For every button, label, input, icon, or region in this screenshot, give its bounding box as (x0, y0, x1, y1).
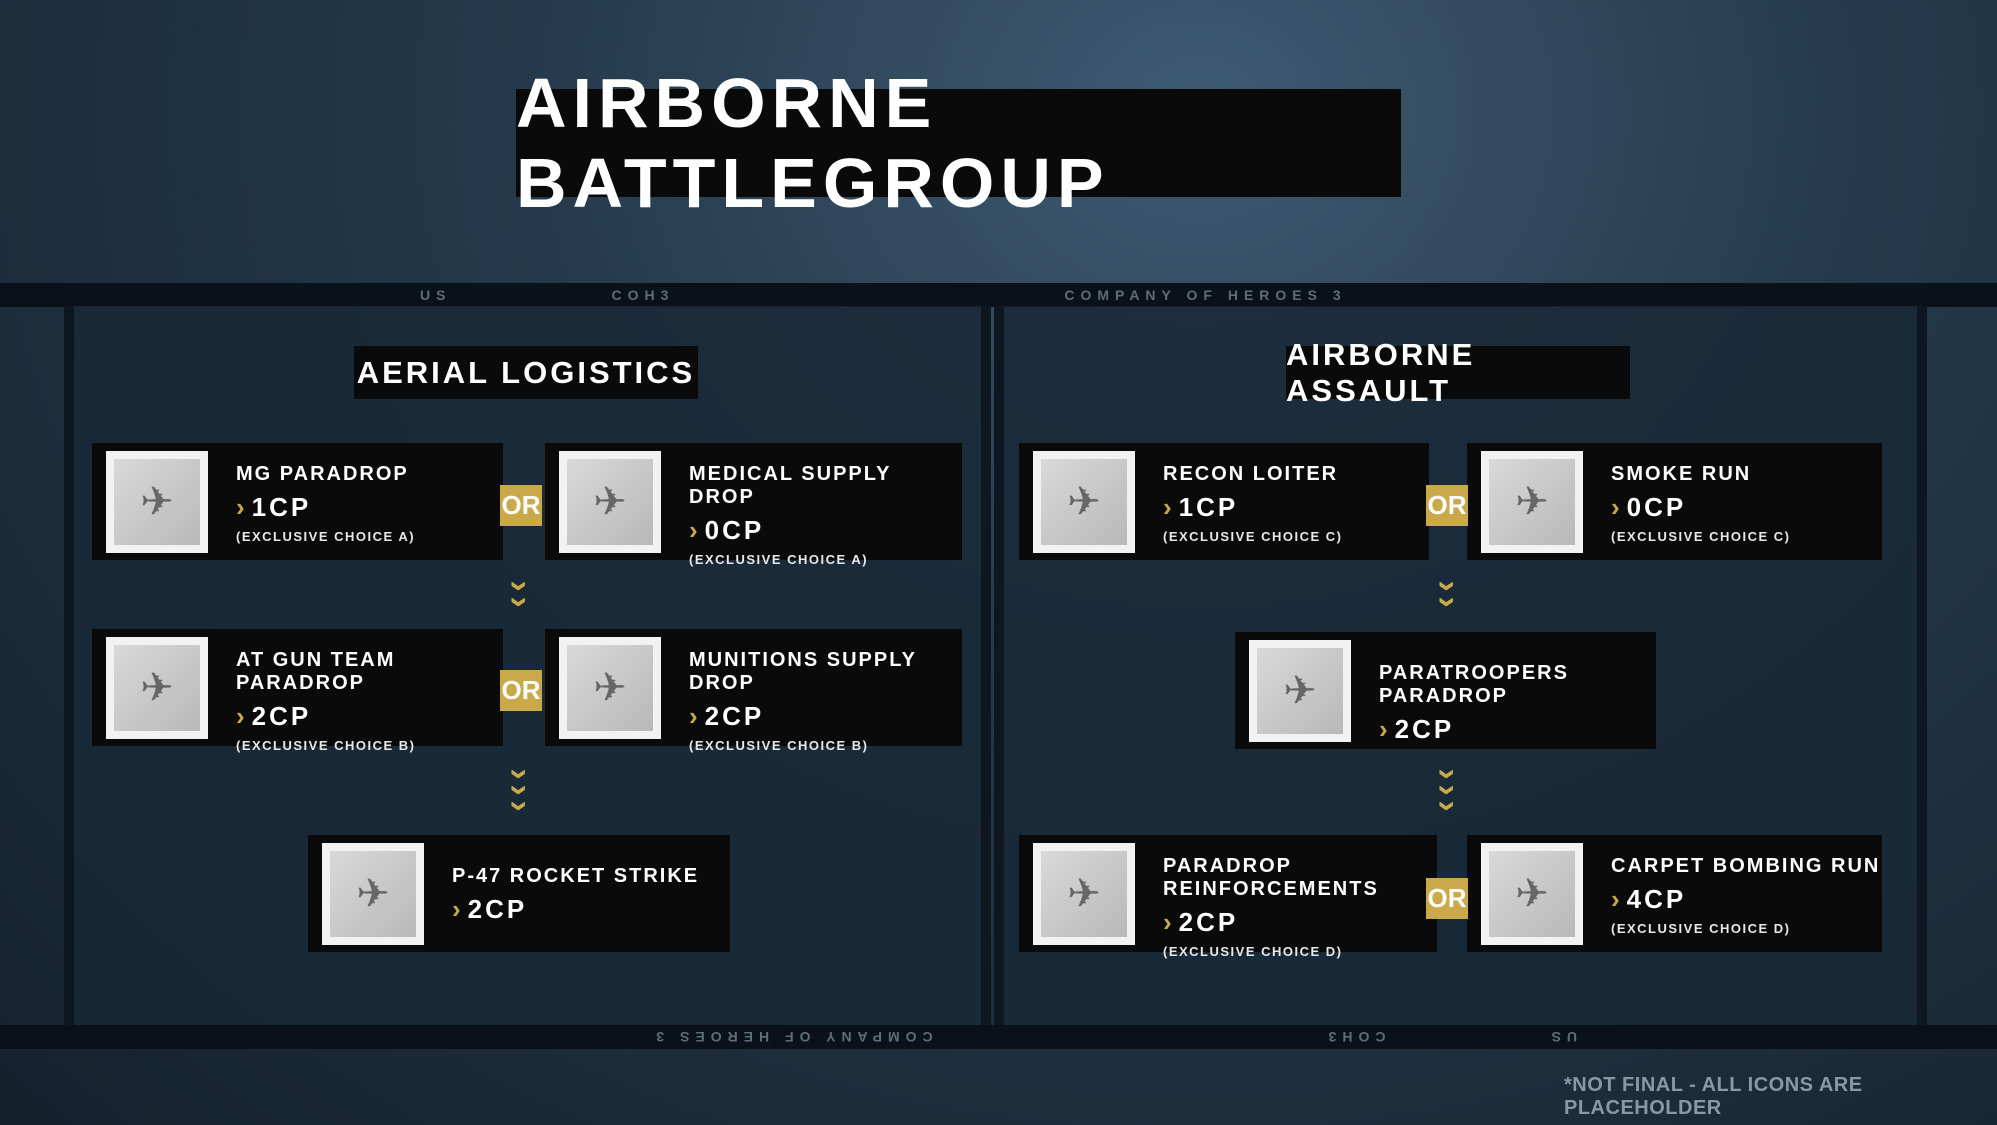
ability-card[interactable]: ✈ MUNITIONS SUPPLY DROP ›2CP (EXCLUSIVE … (545, 629, 962, 753)
strip-text: COMPANY OF HEROES 3 (650, 1029, 933, 1045)
chevron-down-icon: ››› (1429, 768, 1467, 812)
film-strip-top: US COH3 COMPANY OF HEROES 3 (0, 283, 1997, 307)
strip-text: COH3 (1322, 1029, 1386, 1045)
branch-header-airborne-assault: AIRBORNE ASSAULT (1286, 337, 1630, 408)
ability-cost: ›1CP (236, 492, 415, 523)
ability-name: CARPET BOMBING RUN (1611, 855, 1881, 877)
chevron-right-icon: › (236, 701, 248, 731)
ability-name: MG PARADROP (236, 463, 409, 485)
cost-value: 4CP (1626, 884, 1687, 914)
cost-value: 0CP (1626, 492, 1687, 522)
paratrooper-icon: ✈ (1257, 648, 1343, 734)
or-badge: OR (1426, 485, 1468, 526)
ability-thumbnail: ✈ (106, 451, 208, 553)
ability-cost: ›2CP (452, 894, 699, 925)
recon-plane-icon: ✈ (1041, 459, 1127, 545)
ability-cost: ›2CP (1379, 714, 1656, 745)
ability-card[interactable]: ✈ RECON LOITER ›1CP (EXCLUSIVE CHOICE C) (1019, 443, 1429, 560)
ability-thumbnail: ✈ (1481, 843, 1583, 945)
ability-card[interactable]: ✈ P-47 ROCKET STRIKE ›2CP (308, 835, 730, 952)
strip-text: US (420, 287, 452, 303)
ability-name: AT GUN TEAM PARADROP (236, 649, 396, 694)
ability-thumbnail: ✈ (1033, 843, 1135, 945)
chevron-right-icon: › (689, 515, 701, 545)
ability-cost: ›2CP (236, 701, 503, 732)
exclusive-note: (EXCLUSIVE CHOICE C) (1163, 529, 1343, 544)
ability-thumbnail: ✈ (106, 637, 208, 739)
ability-cost: ›0CP (1611, 492, 1791, 523)
chevron-down-icon: ›› (501, 580, 539, 608)
cost-value: 2CP (467, 894, 528, 924)
cost-value: 1CP (1178, 492, 1239, 522)
ability-name: MEDICAL SUPPLY DROP (689, 463, 892, 508)
chevron-down-icon: ›› (1429, 580, 1467, 608)
chevron-right-icon: › (689, 701, 701, 731)
strip-text: COH3 (611, 287, 675, 303)
ability-card[interactable]: ✈ MG PARADROP ›1CP (EXCLUSIVE CHOICE A) (92, 443, 503, 560)
chevron-right-icon: › (1611, 884, 1623, 914)
cost-value: 2CP (1178, 907, 1239, 937)
ability-cost: ›4CP (1611, 884, 1880, 915)
ability-cost: ›2CP (1163, 907, 1437, 938)
smoke-run-icon: ✈ (1489, 459, 1575, 545)
exclusive-note: (EXCLUSIVE CHOICE A) (689, 552, 869, 567)
exclusive-note: (EXCLUSIVE CHOICE B) (236, 738, 416, 753)
ability-thumbnail: ✈ (1481, 451, 1583, 553)
strip-text: COMPANY OF HEROES 3 (1064, 287, 1347, 303)
ability-name: SMOKE RUN (1611, 463, 1752, 485)
p47-icon: ✈ (330, 851, 416, 937)
branch-header-aerial-logistics: AERIAL LOGISTICS (354, 346, 698, 399)
ability-card[interactable]: ✈ PARATROOPERS PARADROP ›2CP (1235, 632, 1656, 749)
ability-thumbnail: ✈ (559, 637, 661, 739)
strip-text: US (1545, 1029, 1577, 1045)
ability-cost: ›2CP (689, 701, 962, 732)
ability-card[interactable]: ✈ MEDICAL SUPPLY DROP ›0CP (EXCLUSIVE CH… (545, 443, 962, 567)
munitions-supply-icon: ✈ (567, 645, 653, 731)
ability-name: RECON LOITER (1163, 463, 1339, 485)
cost-value: 2CP (1394, 714, 1455, 744)
chevron-right-icon: › (236, 492, 248, 522)
chevron-right-icon: › (1163, 907, 1175, 937)
exclusive-note: (EXCLUSIVE CHOICE A) (236, 529, 416, 544)
chevron-down-icon: ››› (501, 768, 539, 812)
cost-value: 2CP (251, 701, 312, 731)
ability-card[interactable]: ✈ CARPET BOMBING RUN ›4CP (EXCLUSIVE CHO… (1467, 835, 1882, 952)
cost-value: 1CP (251, 492, 312, 522)
or-badge: OR (1426, 878, 1468, 919)
mg-paradrop-icon: ✈ (114, 459, 200, 545)
page-title: AIRBORNE BATTLEGROUP (516, 64, 1401, 222)
chevron-right-icon: › (452, 894, 464, 924)
cost-value: 2CP (704, 701, 765, 731)
or-badge: OR (500, 670, 542, 711)
ability-card[interactable]: ✈ PARADROP REINFORCEMENTS ›2CP (EXCLUSIV… (1019, 835, 1437, 959)
ability-thumbnail: ✈ (1033, 451, 1135, 553)
medic-cross-icon: ✈ (1041, 851, 1127, 937)
chevron-right-icon: › (1611, 492, 1623, 522)
or-badge: OR (500, 485, 542, 526)
cost-value: 0CP (704, 515, 765, 545)
ability-thumbnail: ✈ (1249, 640, 1351, 742)
chevron-right-icon: › (1379, 714, 1391, 744)
ability-card[interactable]: ✈ AT GUN TEAM PARADROP ›2CP (EXCLUSIVE C… (92, 629, 503, 753)
at-gun-paradrop-icon: ✈ (114, 645, 200, 731)
ability-name: PARATROOPERS PARADROP (1379, 662, 1569, 707)
bomber-icon: ✈ (1489, 851, 1575, 937)
ability-thumbnail: ✈ (322, 843, 424, 945)
ability-cost: ›1CP (1163, 492, 1343, 523)
medical-supply-icon: ✈ (567, 459, 653, 545)
exclusive-note: (EXCLUSIVE CHOICE D) (1163, 944, 1343, 959)
ability-card[interactable]: ✈ SMOKE RUN ›0CP (EXCLUSIVE CHOICE C) (1467, 443, 1882, 560)
exclusive-note: (EXCLUSIVE CHOICE D) (1611, 921, 1791, 936)
exclusive-note: (EXCLUSIVE CHOICE B) (689, 738, 869, 753)
chevron-right-icon: › (1163, 492, 1175, 522)
ability-name: MUNITIONS SUPPLY DROP (689, 649, 917, 694)
footnote: *NOT FINAL - ALL ICONS ARE PLACEHOLDER (1564, 1074, 1863, 1119)
ability-thumbnail: ✈ (559, 451, 661, 553)
ability-cost: ›0CP (689, 515, 962, 546)
ability-name: P-47 ROCKET STRIKE (452, 865, 700, 887)
film-strip-bottom: US COH3 COMPANY OF HEROES 3 (0, 1025, 1997, 1049)
exclusive-note: (EXCLUSIVE CHOICE C) (1611, 529, 1791, 544)
ability-name: PARADROP REINFORCEMENTS (1163, 855, 1379, 900)
